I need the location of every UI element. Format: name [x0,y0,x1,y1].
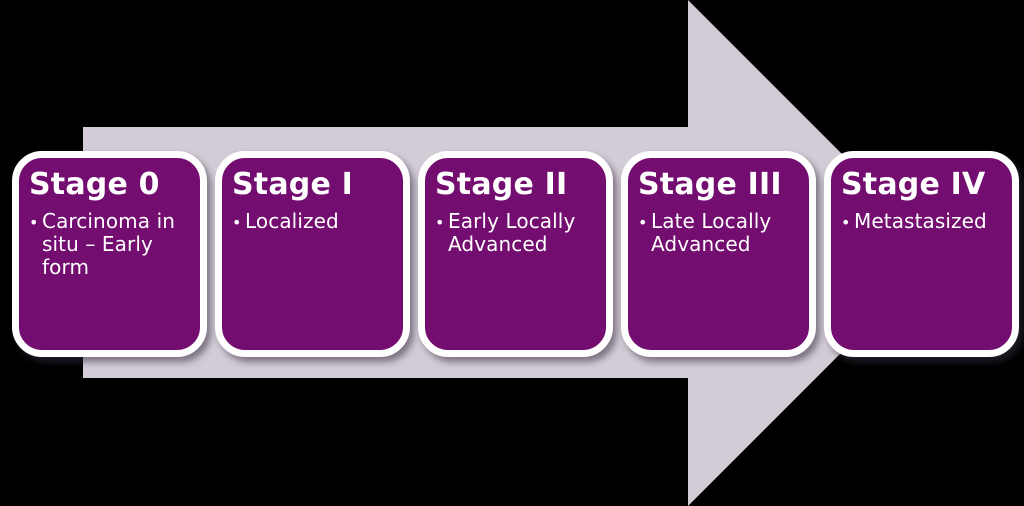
stage-description: Late Locally Advanced [651,209,772,256]
bullet-row: • Early Locally Advanced [435,210,600,256]
stage-card-content: Stage I • Localized [222,158,403,234]
bullet-row: • Carcinoma in situ – Early form [29,210,194,279]
bullet-row: • Metastasized [841,210,1006,234]
stage-title: Stage I [232,167,354,202]
stage-card-4: Stage IV • Metastasized [824,151,1019,357]
bullet-icon: • [232,213,242,232]
stage-card-2: Stage II • Early Locally Advanced [418,151,613,357]
stage-description: Carcinoma in situ – Early form [42,209,175,279]
stage-title: Stage II [435,167,568,202]
stage-title: Stage III [638,167,782,202]
stage-title: Stage 0 [29,167,160,202]
bullet-row: • Late Locally Advanced [638,210,803,256]
stage-card-1: Stage I • Localized [215,151,410,357]
stage-card-content: Stage 0 • Carcinoma in situ – Early form [19,158,200,279]
bullet-icon: • [638,213,648,232]
stage-card-3: Stage III • Late Locally Advanced [621,151,816,357]
stage-description: Metastasized [854,209,987,233]
stage-description: Early Locally Advanced [448,209,576,256]
bullet-icon: • [435,213,445,232]
stage-description: Localized [245,209,339,233]
stage-card-content: Stage II • Early Locally Advanced [425,158,606,256]
bullet-icon: • [841,213,851,232]
stage-card-content: Stage IV • Metastasized [831,158,1012,234]
stage-card-content: Stage III • Late Locally Advanced [628,158,809,256]
stage-title: Stage IV [841,167,986,202]
bullet-icon: • [29,213,39,232]
bullet-row: • Localized [232,210,397,234]
stage-card-0: Stage 0 • Carcinoma in situ – Early form [12,151,207,357]
